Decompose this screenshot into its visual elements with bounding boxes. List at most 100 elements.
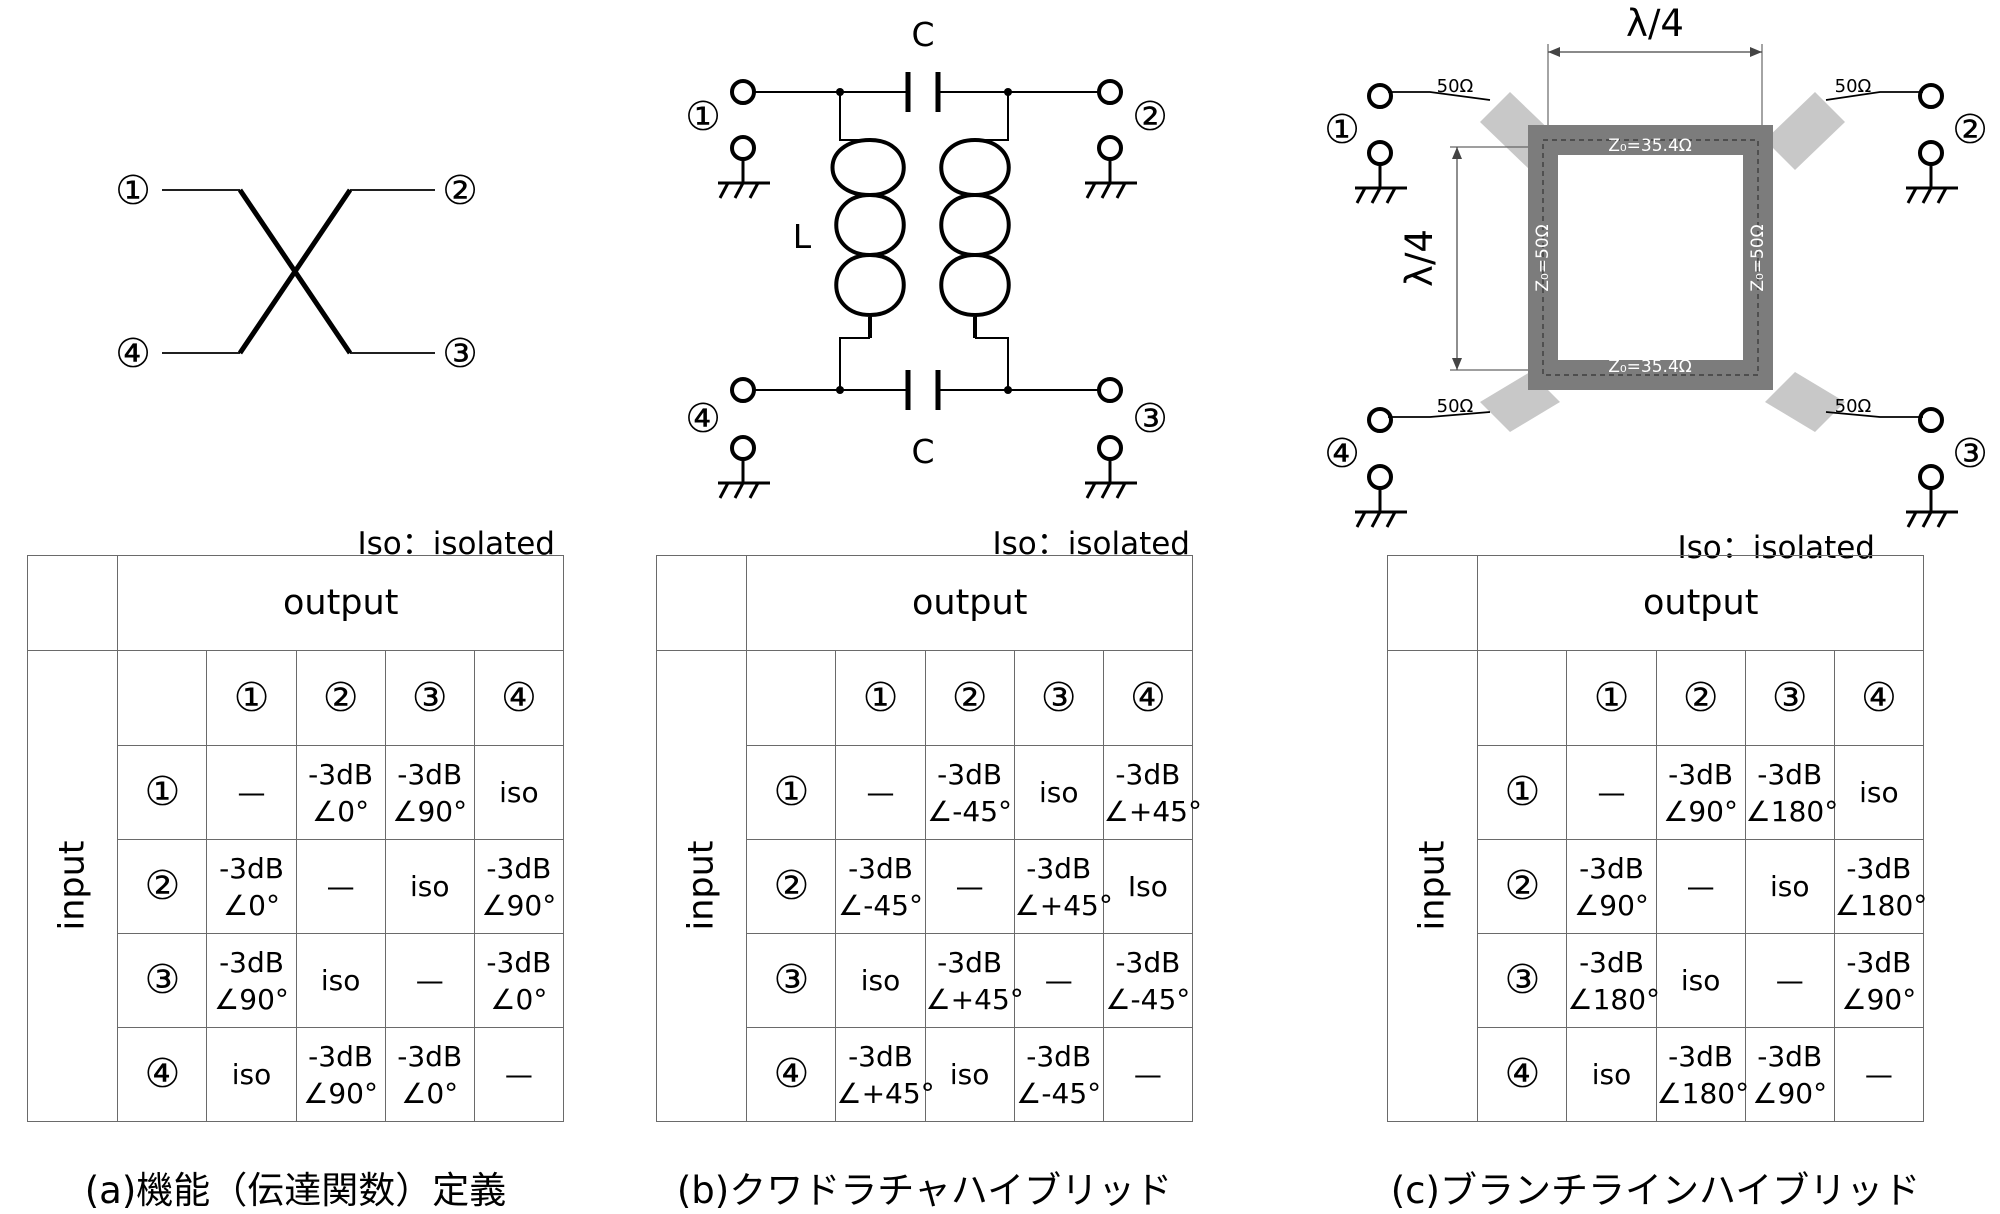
quadrature-hybrid-labels: C C L ① ② ③ ④ <box>685 15 1168 471</box>
length-label: λ/4 <box>1398 229 1441 287</box>
cell-value: iso <box>1591 1058 1632 1091</box>
cell-value: — <box>1597 776 1626 809</box>
output-header: output <box>1477 555 1924 651</box>
matrix-cell: -3dB∠-45° <box>1013 1027 1104 1122</box>
output-port-header: ④ <box>473 650 565 746</box>
matrix-cell: -3dB∠+45° <box>835 1027 935 1122</box>
matrix-cell: -3dB∠90° <box>384 745 475 840</box>
cell-value: -3dB <box>397 757 463 791</box>
cell-value: -3dB <box>1026 851 1092 885</box>
cell-value: iso <box>1680 964 1721 997</box>
port-label: ③ <box>442 331 478 377</box>
cell-value: — <box>955 870 984 903</box>
matrix-cell: -3dB∠90° <box>295 1027 386 1122</box>
table-row: ②-3dB∠0°—iso-3dB∠90° <box>28 839 565 934</box>
matrix-cell: -3dB∠0° <box>295 745 386 840</box>
matrix-cell: -3dB∠180° <box>1833 839 1928 934</box>
matrix-cell: iso <box>206 1027 297 1122</box>
cell-value: — <box>237 776 266 809</box>
table-row: ②-3dB∠90°—iso-3dB∠180° <box>1388 839 1928 934</box>
cell-value: -3dB <box>219 851 284 885</box>
matrix-cell: — <box>206 745 297 840</box>
output-port-header: ④ <box>1833 650 1925 746</box>
input-port-header: ③ <box>746 933 837 1028</box>
cell-value: iso <box>231 1058 272 1091</box>
input-port-header: ④ <box>117 1027 208 1122</box>
cell-value: -3dB <box>1115 757 1181 791</box>
cell-phase: ∠90° <box>392 794 468 828</box>
matrix-cell: iso <box>1655 933 1746 1028</box>
cell-value: — <box>504 1058 533 1091</box>
input-header: input <box>655 650 748 1122</box>
input-label: input <box>1412 840 1453 931</box>
cell-value: -3dB <box>848 1039 913 1073</box>
matrix-cell: — <box>1102 1027 1194 1122</box>
output-header: output <box>117 555 564 651</box>
matrix-cell: — <box>924 839 1015 934</box>
cell-value: — <box>1864 1058 1893 1091</box>
cell-phase: ∠90° <box>1663 794 1738 828</box>
cell-value: -3dB <box>937 757 1003 791</box>
input-port-header: ④ <box>746 1027 837 1122</box>
cell-value: iso <box>1859 776 1899 809</box>
matrix-cell: -3dB∠180° <box>1655 1027 1749 1122</box>
cell-value: iso <box>320 964 361 997</box>
input-port-header: ① <box>117 745 208 840</box>
output-port-header: ② <box>1655 650 1746 746</box>
input-port-header: ① <box>746 745 837 840</box>
input-header: input <box>26 650 119 1122</box>
matrix-cell: -3dB∠0° <box>473 933 565 1028</box>
port-label: ④ <box>115 331 151 377</box>
input-header: input <box>1386 650 1479 1122</box>
matrix-cell: -3dB∠0° <box>384 1027 475 1122</box>
cell-value: iso <box>409 870 450 903</box>
cell-phase: ∠+45° <box>1103 794 1202 828</box>
matrix-cell: iso <box>835 933 926 1028</box>
impedance-label: Z₀=35.4Ω <box>1608 136 1692 156</box>
cell-value: -3dB <box>1846 851 1912 885</box>
output-port-header: ① <box>206 650 297 746</box>
port-impedance-label: 50Ω <box>1835 396 1872 417</box>
cell-phase: ∠180° <box>1834 888 1928 922</box>
cell-phase: ∠90° <box>1574 888 1649 922</box>
output-port-header: ① <box>1566 650 1657 746</box>
matrix-cell: iso <box>924 1027 1015 1122</box>
input-port-header: ② <box>117 839 208 934</box>
cell-value: iso <box>860 964 901 997</box>
input-port-header: ② <box>1477 839 1568 934</box>
matrix-cell: iso <box>1833 745 1925 840</box>
cell-phase: ∠+45° <box>925 982 1024 1016</box>
cell-value: — <box>1686 870 1715 903</box>
cell-value: — <box>326 870 355 903</box>
matrix-cell: — <box>1744 933 1835 1028</box>
cell-value: -3dB <box>308 1039 374 1073</box>
matrix-cell: iso <box>1744 839 1835 934</box>
cell-phase: ∠+45° <box>1014 888 1113 922</box>
cell-value: — <box>415 964 444 997</box>
matrix-cell: -3dB∠90° <box>1566 839 1657 934</box>
port-label: ② <box>442 168 478 214</box>
cell-phase: ∠180° <box>1567 982 1661 1016</box>
cell-phase: ∠180° <box>1745 794 1839 828</box>
table-row: ④ iso -3dB∠90°-3dB∠0° — <box>28 1027 565 1122</box>
cell-phase: ∠-45° <box>1016 1076 1102 1110</box>
table-corner-cell <box>26 555 119 651</box>
output-port-header: ④ <box>1102 650 1194 746</box>
output-port-header: ② <box>295 650 386 746</box>
circuit-diagrams: ① ② ③ ④ <box>115 2 1988 528</box>
cell-value: iso <box>949 1058 990 1091</box>
impedance-label: Z₀=50Ω <box>1748 224 1768 291</box>
input-port-header: ② <box>746 839 837 934</box>
impedance-label: Z₀=50Ω <box>1533 224 1553 291</box>
cell-value: -3dB <box>1668 757 1734 791</box>
input-port-header: ③ <box>1477 933 1568 1028</box>
matrix-cell: -3dB∠90° <box>473 839 565 934</box>
matrix-cell: -3dB∠-45° <box>1102 933 1194 1028</box>
matrix-cell: -3dB∠-45° <box>924 745 1015 840</box>
cell-value: iso <box>1038 776 1079 809</box>
output-port-header: ③ <box>384 650 475 746</box>
input-port-header: ① <box>1477 745 1568 840</box>
matrix-cell: -3dB∠90° <box>206 933 297 1028</box>
cell-phase: ∠0° <box>312 794 370 828</box>
